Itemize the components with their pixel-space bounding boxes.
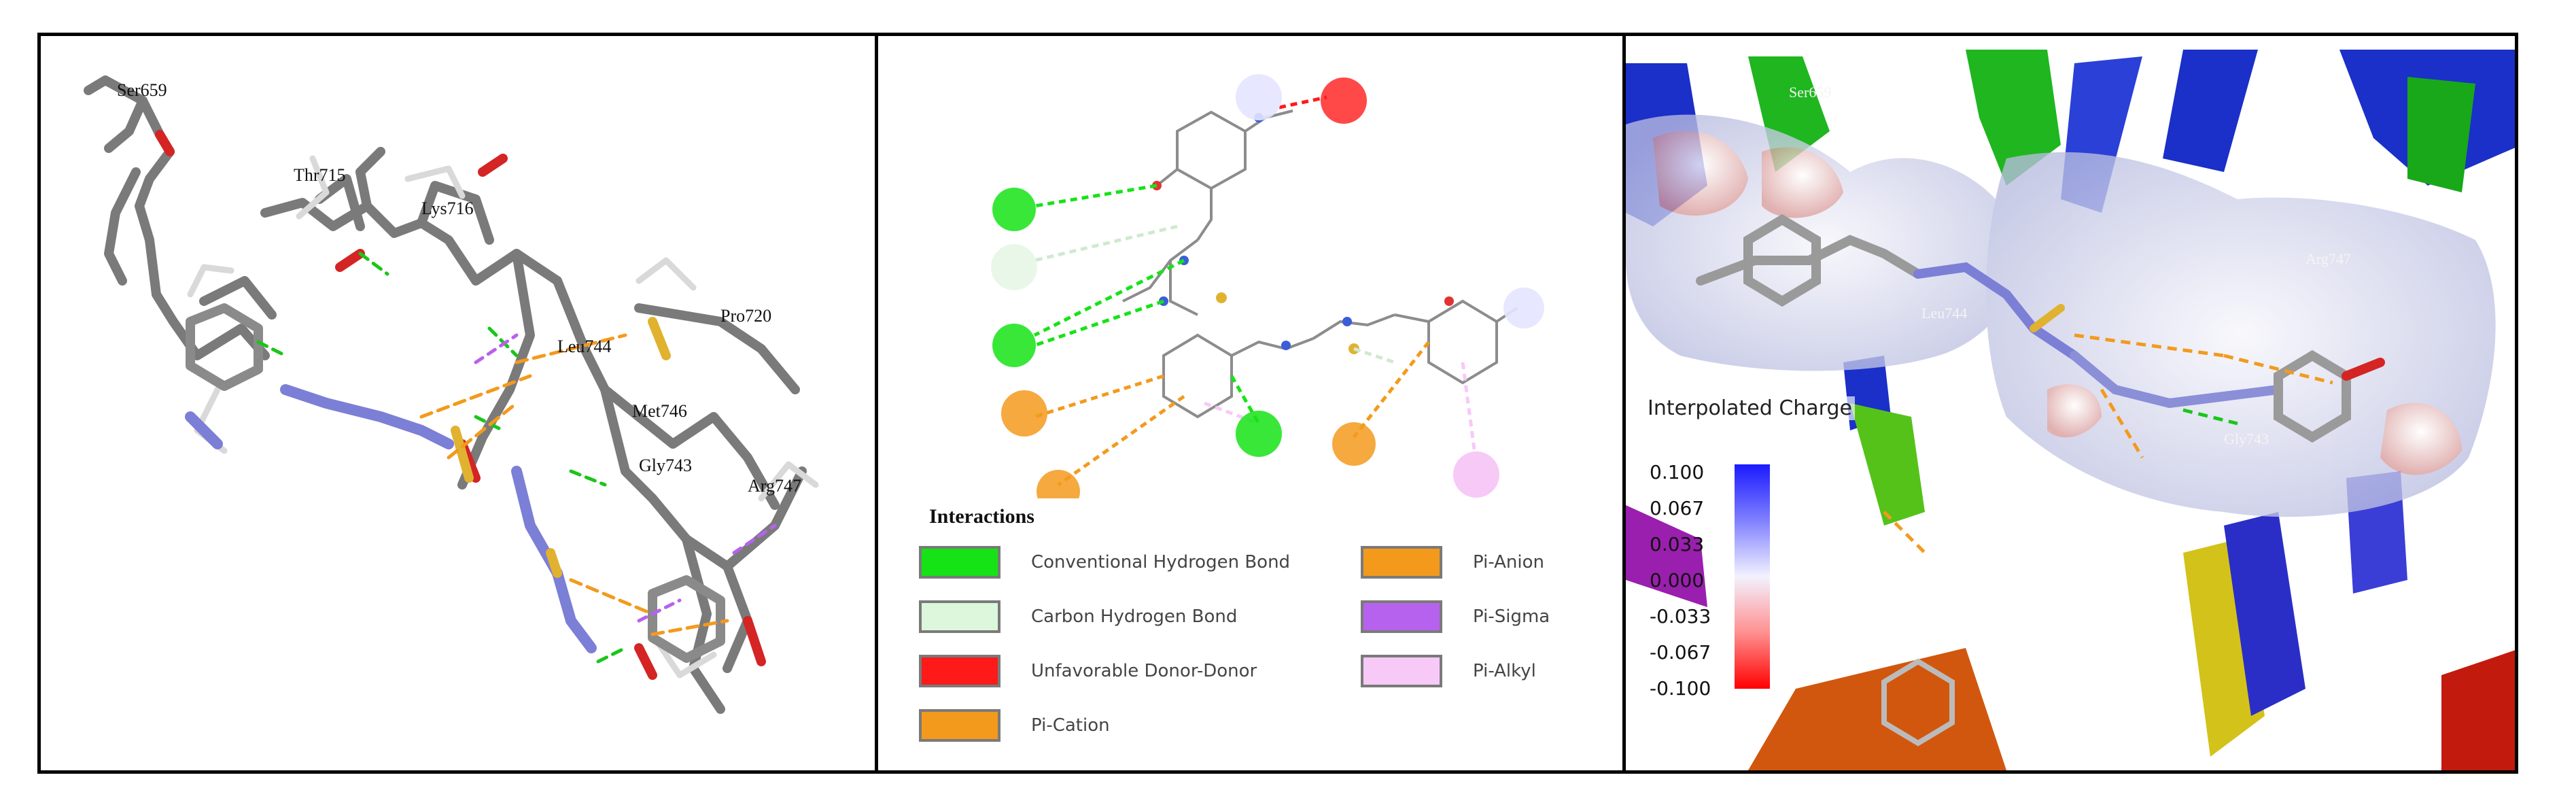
surface-render-svg: Ser659 Leu744 Arg747 Gly743 [1626,36,2515,770]
sulfur-atoms [451,317,671,578]
colorbar-tick: -0.100 [1650,677,1711,700]
pi-sigma-lines [474,333,777,623]
aromatic-ring [186,303,725,663]
surface-residue-labels: Ser659 Leu744 Arg747 Gly743 [1789,84,2351,447]
nitrogen-atoms [1159,113,1352,350]
panel-charge-surface: Ser659 Leu744 Arg747 Gly743 Interpolated… [1626,36,2515,770]
residue-label-gly743: Gly743 [639,456,692,475]
figure-frame: Ser659 Thr715 Lys716 Pro720 Leu744 Met74… [37,33,2518,774]
legend-swatch [1361,655,1442,687]
residue-label-pro720: Pro720 [720,306,771,326]
ligand-2d-diagram [991,74,1544,498]
legend-item-pi-sigma: Pi-Sigma [1361,600,1550,633]
interaction-lines [1033,95,1478,487]
pi-lines [419,333,729,636]
colorbar-tick: 0.067 [1650,497,1705,519]
colorbar-tick: 0.000 [1650,569,1705,592]
colorbar-tick: 0.100 [1650,461,1705,483]
legend-label: Pi-Sigma [1473,606,1550,627]
legend-label: Unfavorable Donor-Donor [1031,661,1257,681]
charge-colorbar [1735,464,1770,689]
residue-discs [991,74,1544,498]
oxygen-atoms [155,130,766,680]
residue-label-met746: Met746 [632,401,687,421]
residue-label-ser659: Ser659 [117,80,167,100]
legend-item-pi-anion: Pi-Anion [1361,546,1544,579]
legend-item-conventional-hbond: Conventional Hydrogen Bond [919,546,1290,579]
colorbar-tick: -0.067 [1650,641,1711,664]
legend-swatch [1361,600,1442,633]
ligand-sticks [1696,213,2385,747]
molecular-surface [1626,114,2496,517]
surface-label-ser659: Ser659 [1789,84,1831,101]
surface-label-gly743: Gly743 [2224,430,2269,447]
hbond-lines [256,252,627,664]
residue-label-leu744: Leu744 [557,337,611,356]
legend-swatch [919,655,1000,687]
legend-label: Conventional Hydrogen Bond [1031,552,1291,572]
panel-3d-interaction: Ser659 Thr715 Lys716 Pro720 Leu744 Met74… [41,36,878,770]
oxygen-atoms-2d [1152,181,1454,306]
legend-swatch [919,600,1000,633]
legend-label: Pi-Alkyl [1473,661,1536,681]
colorbar-tick: -0.033 [1650,605,1711,628]
stick-model-svg: Ser659 Thr715 Lys716 Pro720 Leu744 Met74… [84,75,819,714]
surface-label-arg747: Arg747 [2305,250,2351,267]
legend-label: Carbon Hydrogen Bond [1031,606,1238,627]
panel-2d-interaction: Interactions Conventional Hydrogen Bond … [878,36,1626,770]
legend-swatch [919,546,1000,579]
legend-item-pi-cation: Pi-Cation [919,709,1110,742]
residue-label-thr715: Thr715 [294,165,346,185]
surface-label-leu744: Leu744 [1921,305,1967,322]
legend-item-carbon-hbond: Carbon Hydrogen Bond [919,600,1237,633]
residue-label-lys716: Lys716 [421,199,474,218]
legend-swatch [1361,546,1442,579]
surface-interaction-lines [1883,333,2333,554]
ligand-chain [185,384,597,653]
colorbar-title: Interpolated Charge [1645,396,1855,420]
residue-labels: Ser659 Thr715 Lys716 Pro720 Leu744 Met74… [117,80,801,496]
ligand-skeleton [1122,109,1518,419]
legend-item-pi-alkyl: Pi-Alkyl [1361,655,1536,687]
legend-title: Interactions [929,505,1034,528]
legend-label: Pi-Anion [1473,552,1545,572]
legend-label: Pi-Cation [1031,715,1110,736]
residue-label-arg747: Arg747 [748,476,801,496]
legend-swatch [919,709,1000,742]
protein-backbone [84,75,807,714]
legend-item-donor-donor: Unfavorable Donor-Donor [919,655,1257,687]
colorbar-tick: 0.033 [1650,533,1705,555]
